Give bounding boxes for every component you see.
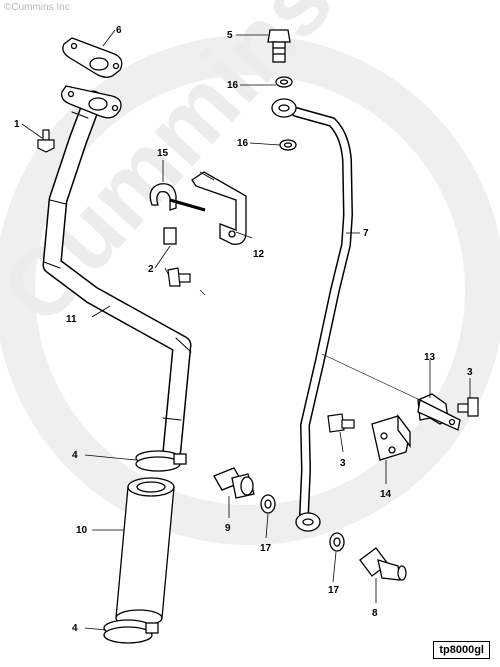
drain-tube-upper [42, 90, 192, 460]
clamp-part-15 [149, 183, 206, 245]
washer-part-16-upper [275, 76, 293, 88]
washer-part-17-right [329, 532, 345, 552]
callout-6: 6 [116, 25, 122, 36]
washer-part-16-lower [279, 139, 297, 151]
callout-2: 2 [148, 264, 154, 275]
callout-7: 7 [363, 228, 369, 239]
banjo-bolt-part-5 [267, 29, 291, 63]
oil-supply-line-part-7 [291, 107, 353, 520]
callout-10: 10 [76, 525, 88, 536]
callout-3a: 3 [467, 367, 473, 378]
callout-3b: 3 [340, 458, 346, 469]
callout-11: 11 [66, 314, 77, 325]
fitting-part-8 [359, 547, 407, 581]
tube-flange [61, 85, 122, 119]
figure-id-label: tp8000gl [433, 641, 490, 659]
bracket-part-14 [371, 414, 411, 461]
callout-8: 8 [372, 608, 378, 619]
screw-part-2 [167, 267, 191, 287]
callout-17b: 17 [328, 585, 340, 596]
callout-4b: 4 [72, 623, 78, 634]
callout-15: 15 [157, 148, 169, 159]
clip-part-13 [417, 393, 461, 431]
screw-part-3-left [327, 413, 355, 433]
gasket-part-6 [62, 37, 123, 78]
callout-5: 5 [227, 30, 233, 41]
capscrew-part-1 [37, 129, 55, 153]
banjo-fitting-bottom [295, 512, 321, 532]
callout-16a: 16 [227, 80, 239, 91]
callout-1: 1 [14, 119, 20, 130]
screw-part-3-right [457, 397, 479, 417]
callout-17a: 17 [260, 543, 272, 554]
callout-labels: 1 6 15 2 12 5 16 16 7 11 4 10 4 13 3 3 1… [14, 25, 473, 634]
leader-lines [21, 29, 471, 631]
callout-12: 12 [253, 249, 265, 260]
callout-13: 13 [424, 352, 436, 363]
callout-14: 14 [380, 489, 392, 500]
bracket-part-12 [191, 171, 247, 245]
callout-9: 9 [225, 523, 231, 534]
hose-clamp-upper [135, 450, 187, 472]
callout-16b: 16 [237, 138, 249, 149]
hose-clamp-lower [103, 619, 159, 644]
fitting-part-9 [213, 467, 255, 499]
callout-4a: 4 [72, 450, 78, 461]
washer-part-17-left [260, 494, 276, 514]
copyright-notice: ©Cummins Inc [4, 2, 70, 13]
watermark-logo: Cummins [0, 0, 500, 545]
banjo-fitting-top [271, 98, 297, 118]
